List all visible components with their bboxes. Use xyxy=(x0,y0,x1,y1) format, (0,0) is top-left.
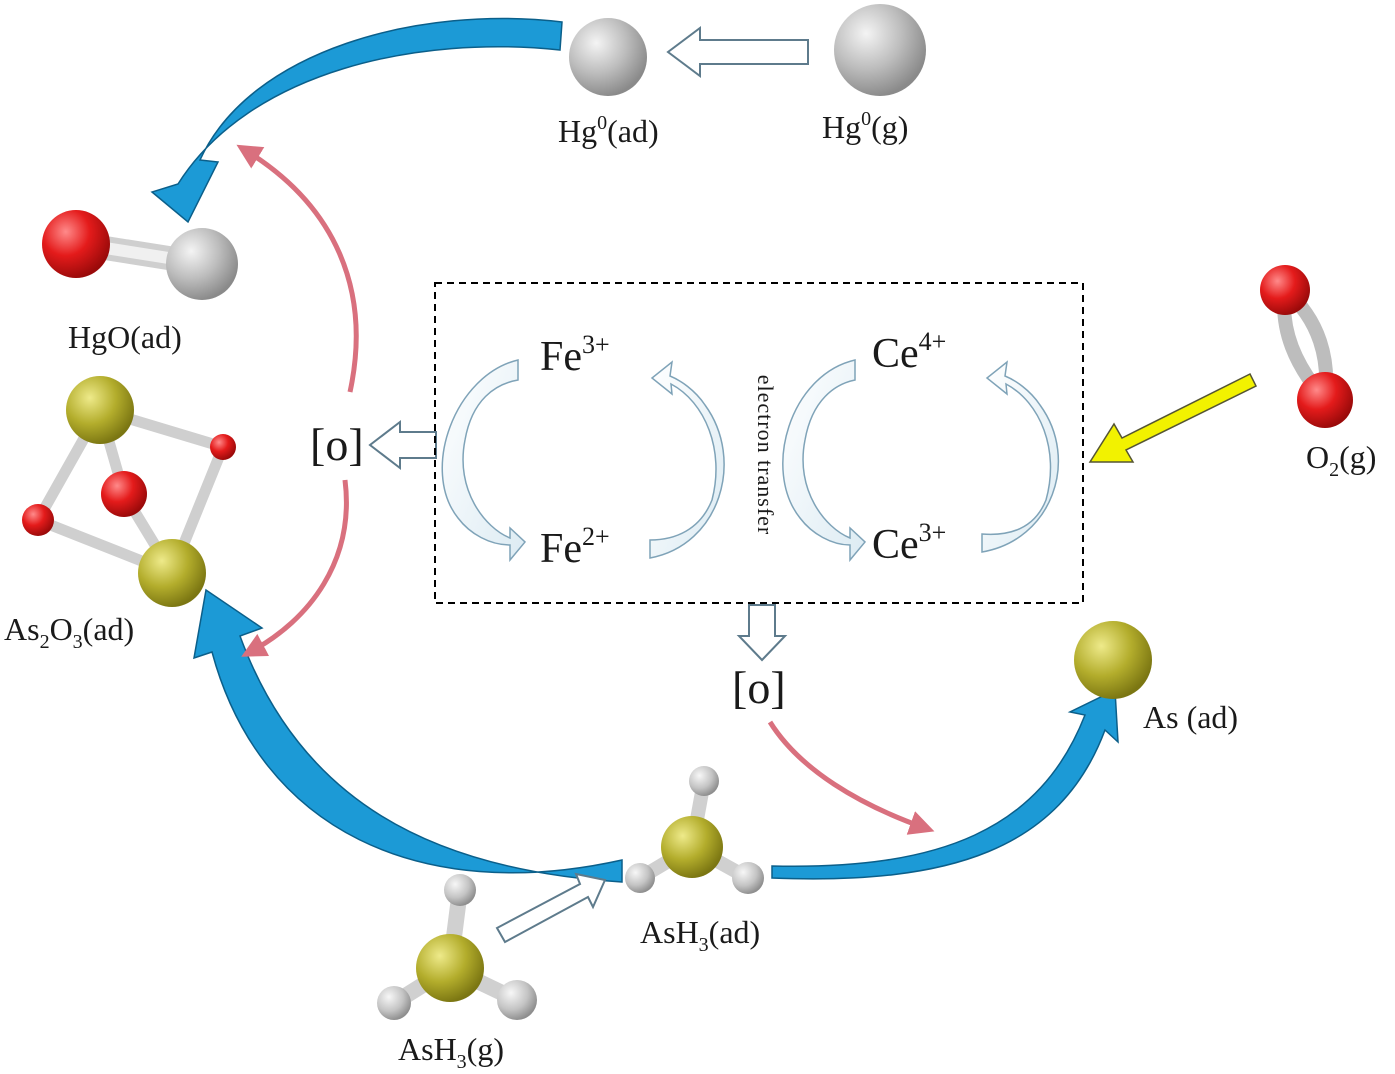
hollow-arrow-ash3-adsorb xyxy=(495,872,607,944)
as-atom-adsorbed xyxy=(1074,621,1152,699)
hg-ad-label: Hg0(ad) xyxy=(558,112,659,149)
ce3-label: Ce3+ xyxy=(872,518,946,568)
hg-atom-gas xyxy=(834,4,926,96)
hollow-arrow-box-to-o-left xyxy=(368,419,437,471)
fe3-label: Fe3+ xyxy=(540,330,610,380)
hollow-arrow-hg-adsorb xyxy=(666,26,809,78)
ce-reduction-curl xyxy=(782,359,867,563)
ash3-adsorbed-molecule xyxy=(625,766,764,894)
ce4-label: Ce4+ xyxy=(872,327,946,377)
ash3-gas-molecule xyxy=(377,874,537,1020)
hollow-arrow-box-to-o-bottom xyxy=(736,604,788,662)
as2o3-ad-label: As2O3(ad) xyxy=(4,611,134,653)
as2o3-molecule xyxy=(22,376,236,607)
pink-arrow-o-to-hgo xyxy=(236,144,359,393)
hg-g-label: Hg0(g) xyxy=(822,108,908,145)
hgo-ad-label: HgO(ad) xyxy=(68,319,182,355)
oxygen-label-left: [o] xyxy=(310,419,364,470)
as-ad-label: As (ad) xyxy=(1143,699,1238,735)
blue-arrow-ash3-to-as2o3 xyxy=(193,588,623,883)
blue-arrow-hg-to-hgo xyxy=(150,17,563,224)
electron-transfer-label: electron transfer xyxy=(753,375,778,536)
fe-reduction-curl xyxy=(441,359,527,563)
fe-oxidation-curl xyxy=(649,360,725,559)
redox-box xyxy=(434,282,1084,604)
hgo-molecule xyxy=(42,210,238,300)
ce-oxidation-curl xyxy=(981,360,1060,553)
o2-g-label: O2(g) xyxy=(1306,439,1376,481)
ash3-ad-label: AsH3(ad) xyxy=(640,914,760,956)
pink-arrow-o-to-as2o3 xyxy=(241,479,349,657)
ash3-g-label: AsH3(g) xyxy=(398,1031,504,1073)
oxygen-label-bottom: [o] xyxy=(732,662,786,713)
blue-arrow-ash3-to-as xyxy=(771,688,1119,880)
o2-molecule xyxy=(1260,265,1353,428)
yellow-arrow-o2-to-box xyxy=(1088,372,1258,463)
fe2-label: Fe2+ xyxy=(540,522,610,572)
pink-arrow-o-to-as xyxy=(767,720,935,835)
hg-atom-adsorbed xyxy=(569,18,647,96)
